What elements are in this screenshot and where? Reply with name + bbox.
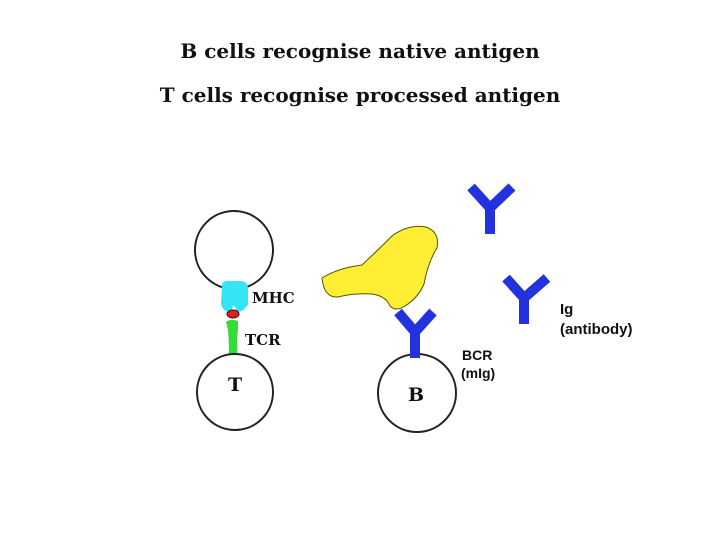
native-antigen <box>321 225 438 310</box>
label-ig: Ig <box>560 301 573 318</box>
bcr-antibody <box>394 308 437 358</box>
title-t-cells: T cells recognise processed antigen <box>159 83 561 107</box>
label-tcr: TCR <box>245 331 281 349</box>
label-mhc: MHC <box>252 289 295 307</box>
label-b-cell: B <box>408 384 424 406</box>
title-b-cells: B cells recognise native antigen <box>180 39 540 63</box>
label-mig: (mIg) <box>461 365 495 381</box>
antigen-presenting-cell <box>194 210 274 290</box>
label-t-cell: T <box>228 374 242 396</box>
mhc-molecule <box>221 280 248 312</box>
label-antibody: (antibody) <box>560 321 633 338</box>
free-antibody-top <box>467 183 516 234</box>
label-bcr: BCR <box>462 347 492 363</box>
t-cell <box>196 353 274 431</box>
processed-peptide <box>226 309 240 319</box>
free-antibody-right <box>502 274 551 324</box>
tcr-molecule <box>226 319 238 361</box>
